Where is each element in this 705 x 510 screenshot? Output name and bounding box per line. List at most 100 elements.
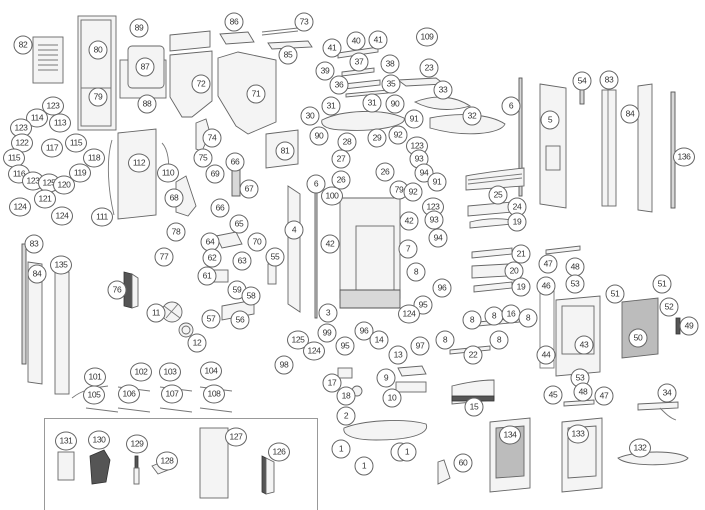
callout-35[interactable]: 35 xyxy=(381,74,401,94)
callout-8[interactable]: 8 xyxy=(462,310,482,330)
callout-19[interactable]: 19 xyxy=(511,277,531,297)
callout-16[interactable]: 16 xyxy=(501,304,521,324)
callout-133[interactable]: 133 xyxy=(567,424,589,444)
callout-6[interactable]: 6 xyxy=(501,96,521,116)
callout-49[interactable]: 49 xyxy=(679,316,699,336)
callout-119[interactable]: 119 xyxy=(69,163,91,183)
callout-38[interactable]: 38 xyxy=(380,54,400,74)
callout-93[interactable]: 93 xyxy=(424,210,444,230)
callout-91[interactable]: 91 xyxy=(427,172,447,192)
callout-62[interactable]: 62 xyxy=(202,248,222,268)
callout-117[interactable]: 117 xyxy=(41,138,63,158)
callout-113[interactable]: 113 xyxy=(49,113,71,133)
callout-18[interactable]: 18 xyxy=(336,386,356,406)
callout-84[interactable]: 84 xyxy=(620,104,640,124)
callout-19[interactable]: 19 xyxy=(507,212,527,232)
callout-114[interactable]: 114 xyxy=(26,108,48,128)
callout-52[interactable]: 52 xyxy=(659,297,679,317)
callout-79[interactable]: 79 xyxy=(88,87,108,107)
callout-83[interactable]: 83 xyxy=(599,70,619,90)
callout-60[interactable]: 60 xyxy=(453,453,473,473)
callout-1[interactable]: 1 xyxy=(354,456,374,476)
callout-124[interactable]: 124 xyxy=(303,341,325,361)
callout-86[interactable]: 86 xyxy=(224,12,244,32)
callout-109[interactable]: 109 xyxy=(416,27,438,47)
callout-111[interactable]: 111 xyxy=(91,207,113,227)
callout-105[interactable]: 105 xyxy=(83,385,105,405)
callout-41[interactable]: 41 xyxy=(368,30,388,50)
callout-80[interactable]: 80 xyxy=(88,40,108,60)
callout-92[interactable]: 92 xyxy=(388,125,408,145)
callout-95[interactable]: 95 xyxy=(335,336,355,356)
callout-47[interactable]: 47 xyxy=(594,386,614,406)
callout-97[interactable]: 97 xyxy=(410,336,430,356)
callout-94[interactable]: 94 xyxy=(428,228,448,248)
callout-68[interactable]: 68 xyxy=(164,188,184,208)
callout-13[interactable]: 13 xyxy=(388,345,408,365)
callout-91[interactable]: 91 xyxy=(404,109,424,129)
callout-124[interactable]: 124 xyxy=(51,206,73,226)
callout-26[interactable]: 26 xyxy=(375,162,395,182)
callout-22[interactable]: 22 xyxy=(463,345,483,365)
callout-67[interactable]: 67 xyxy=(239,179,259,199)
callout-3[interactable]: 3 xyxy=(318,303,338,323)
callout-120[interactable]: 120 xyxy=(53,175,75,195)
callout-55[interactable]: 55 xyxy=(265,247,285,267)
callout-1[interactable]: 1 xyxy=(397,442,417,462)
callout-110[interactable]: 110 xyxy=(157,163,179,183)
callout-88[interactable]: 88 xyxy=(137,94,157,114)
callout-63[interactable]: 63 xyxy=(232,251,252,271)
callout-28[interactable]: 28 xyxy=(337,132,357,152)
callout-14[interactable]: 14 xyxy=(369,330,389,350)
callout-51[interactable]: 51 xyxy=(605,284,625,304)
callout-66[interactable]: 66 xyxy=(210,198,230,218)
callout-127[interactable]: 127 xyxy=(225,427,247,447)
callout-135[interactable]: 135 xyxy=(50,255,72,275)
callout-124[interactable]: 124 xyxy=(9,197,31,217)
callout-8[interactable]: 8 xyxy=(489,330,509,350)
callout-132[interactable]: 132 xyxy=(629,438,651,458)
callout-46[interactable]: 46 xyxy=(536,276,556,296)
callout-43[interactable]: 43 xyxy=(574,335,594,355)
callout-15[interactable]: 15 xyxy=(464,397,484,417)
callout-25[interactable]: 25 xyxy=(488,185,508,205)
callout-75[interactable]: 75 xyxy=(193,148,213,168)
callout-129[interactable]: 129 xyxy=(126,434,148,454)
callout-115[interactable]: 115 xyxy=(3,148,25,168)
callout-82[interactable]: 82 xyxy=(13,35,33,55)
callout-11[interactable]: 11 xyxy=(146,303,166,323)
callout-96[interactable]: 96 xyxy=(432,278,452,298)
callout-99[interactable]: 99 xyxy=(317,323,337,343)
callout-7[interactable]: 7 xyxy=(398,239,418,259)
callout-108[interactable]: 108 xyxy=(203,384,225,404)
callout-74[interactable]: 74 xyxy=(202,128,222,148)
callout-4[interactable]: 4 xyxy=(284,220,304,240)
callout-26[interactable]: 26 xyxy=(331,170,351,190)
callout-24[interactable]: 24 xyxy=(507,197,527,217)
callout-32[interactable]: 32 xyxy=(462,106,482,126)
callout-54[interactable]: 54 xyxy=(572,71,592,91)
callout-31[interactable]: 31 xyxy=(362,93,382,113)
callout-8[interactable]: 8 xyxy=(518,308,538,328)
callout-70[interactable]: 70 xyxy=(247,232,267,252)
callout-45[interactable]: 45 xyxy=(543,385,563,405)
callout-53[interactable]: 53 xyxy=(565,274,585,294)
callout-57[interactable]: 57 xyxy=(201,309,221,329)
callout-71[interactable]: 71 xyxy=(246,84,266,104)
callout-44[interactable]: 44 xyxy=(536,345,556,365)
callout-72[interactable]: 72 xyxy=(191,74,211,94)
callout-1[interactable]: 1 xyxy=(331,439,351,459)
callout-87[interactable]: 87 xyxy=(135,57,155,77)
callout-33[interactable]: 33 xyxy=(433,80,453,100)
callout-42[interactable]: 42 xyxy=(399,211,419,231)
callout-89[interactable]: 89 xyxy=(129,18,149,38)
callout-66[interactable]: 66 xyxy=(225,152,245,172)
callout-125[interactable]: 125 xyxy=(287,330,309,350)
callout-126[interactable]: 126 xyxy=(268,442,290,462)
callout-124[interactable]: 124 xyxy=(398,304,420,324)
callout-27[interactable]: 27 xyxy=(331,149,351,169)
callout-112[interactable]: 112 xyxy=(128,153,150,173)
callout-23[interactable]: 23 xyxy=(419,58,439,78)
callout-90[interactable]: 90 xyxy=(309,126,329,146)
callout-73[interactable]: 73 xyxy=(294,12,314,32)
